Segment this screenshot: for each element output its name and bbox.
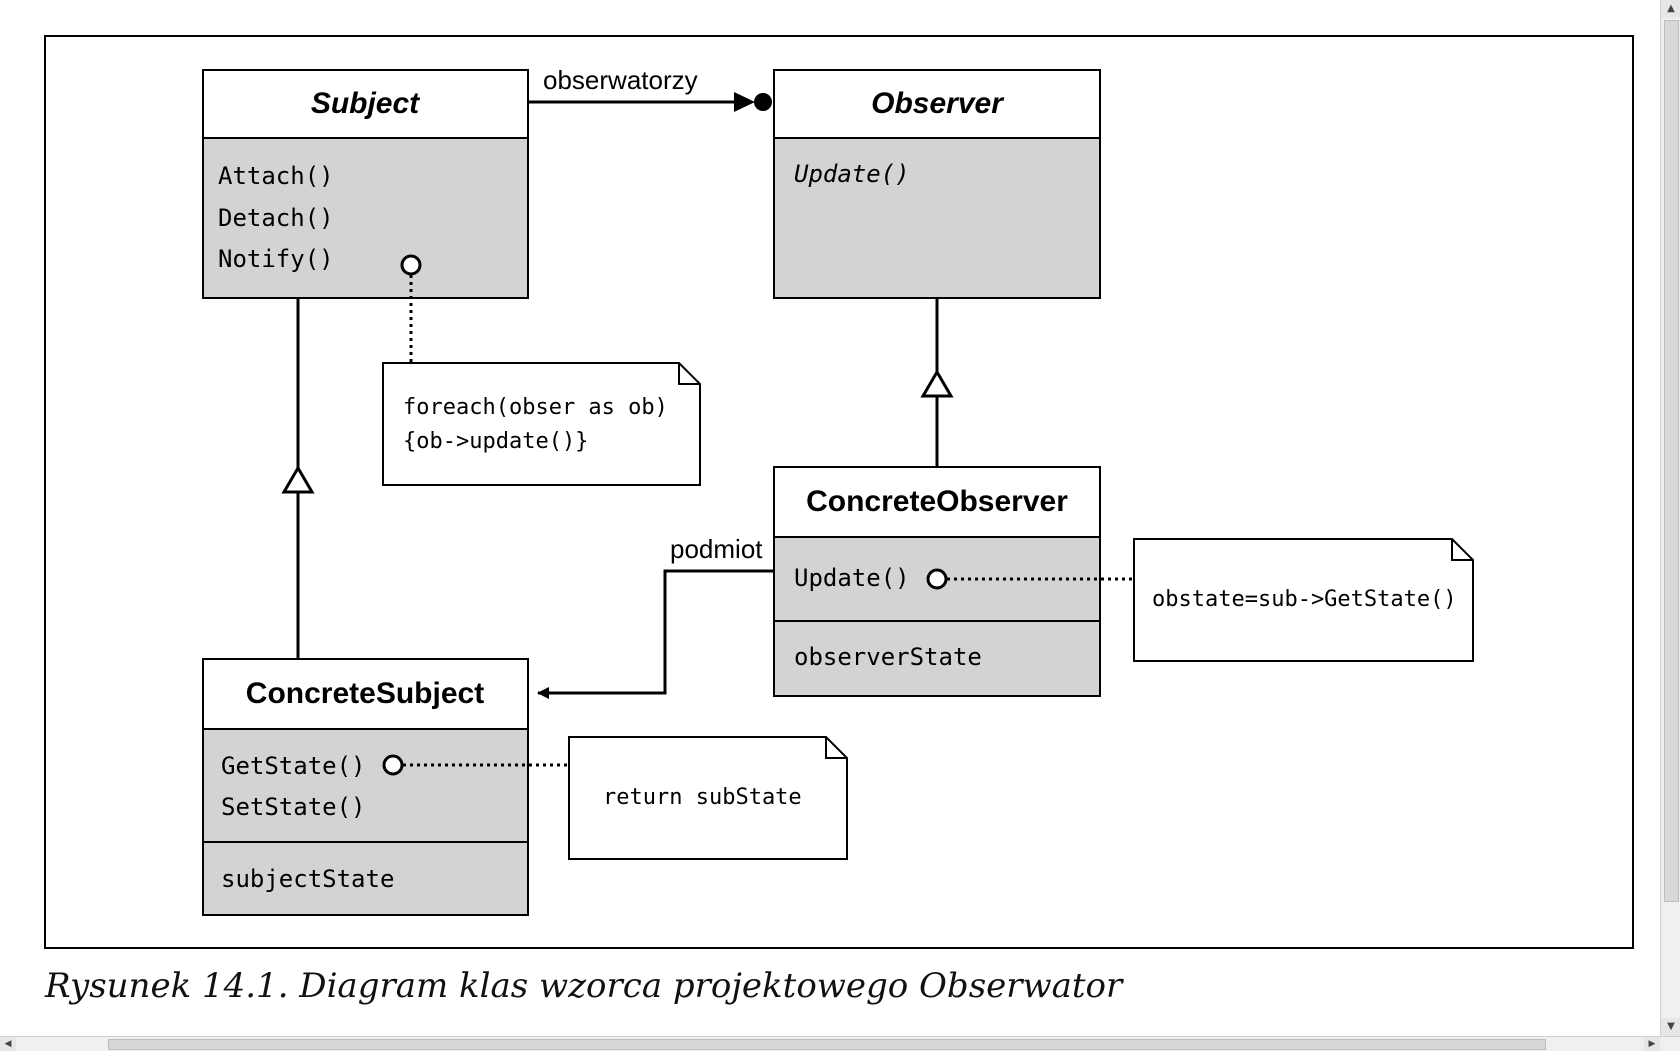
concrete-observer-op-update: Update() — [794, 564, 910, 592]
figure-caption: Rysunek 14.1. Diagram klas wzorca projek… — [45, 966, 1123, 1006]
generalization-triangle-icon — [920, 369, 954, 398]
association-observers: obserwatorzy — [528, 65, 772, 112]
subject-op-notify: Notify() — [218, 245, 334, 273]
class-observer: Observer Update() — [773, 69, 1101, 299]
class-subject: Subject Attach() Detach() Notify() — [202, 69, 529, 299]
horizontal-scrollbar[interactable]: ◀ ▶ — [0, 1036, 1680, 1051]
subject-op-attach: Attach() — [218, 162, 334, 190]
scroll-down-icon[interactable]: ▼ — [1661, 1018, 1680, 1036]
class-concrete-observer: ConcreteObserver Update() observerState — [773, 466, 1101, 697]
note-notify: foreach(obser as ob) {ob->update()} — [382, 362, 701, 486]
class-subject-name: Subject — [311, 87, 421, 120]
horizontal-scroll-thumb[interactable] — [108, 1039, 1546, 1050]
class-observer-name: Observer — [871, 87, 1005, 120]
concrete-subject-op-setstate: SetState() — [221, 793, 366, 821]
note-getstate: return subState — [568, 736, 848, 860]
association-subject: podmiot — [537, 534, 774, 699]
vertical-scrollbar[interactable]: ▲ ▼ — [1660, 0, 1680, 1036]
notify-anchor-icon — [400, 254, 422, 276]
scroll-up-icon[interactable]: ▲ — [1661, 0, 1680, 18]
class-concrete-observer-name: ConcreteObserver — [806, 485, 1068, 518]
class-concrete-subject: ConcreteSubject GetState() SetState() su… — [202, 658, 529, 916]
subject-op-detach: Detach() — [218, 204, 334, 232]
vertical-scroll-thumb[interactable] — [1664, 20, 1679, 902]
generalization-concrete-observer — [920, 298, 954, 467]
note-notify-line-1: foreach(obser as ob) — [403, 395, 668, 420]
generalization-triangle-icon — [281, 465, 315, 494]
scroll-left-icon[interactable]: ◀ — [0, 1037, 16, 1051]
note-update: obstate=sub->GetState() — [1133, 538, 1474, 662]
getstate-anchor-icon — [382, 754, 404, 776]
concrete-subject-op-getstate: GetState() — [221, 752, 366, 780]
generalization-concrete-subject — [281, 298, 315, 659]
observer-op-update: Update() — [794, 160, 910, 188]
note-notify-line-2: {ob->update()} — [403, 429, 588, 454]
label-observers: obserwatorzy — [543, 65, 698, 95]
scroll-right-icon[interactable]: ▶ — [1644, 1037, 1660, 1051]
class-concrete-subject-name: ConcreteSubject — [246, 677, 484, 710]
label-subject: podmiot — [670, 534, 763, 564]
update-anchor-icon — [926, 568, 948, 590]
concrete-observer-attr-state: observerState — [794, 643, 982, 671]
uml-class-diagram: Subject Attach() Detach() Notify() Obser… — [44, 35, 1634, 949]
note-update-line-1: obstate=sub->GetState() — [1152, 587, 1457, 612]
note-getstate-line-1: return subState — [603, 785, 802, 810]
concrete-subject-attr-state: subjectState — [221, 865, 394, 893]
